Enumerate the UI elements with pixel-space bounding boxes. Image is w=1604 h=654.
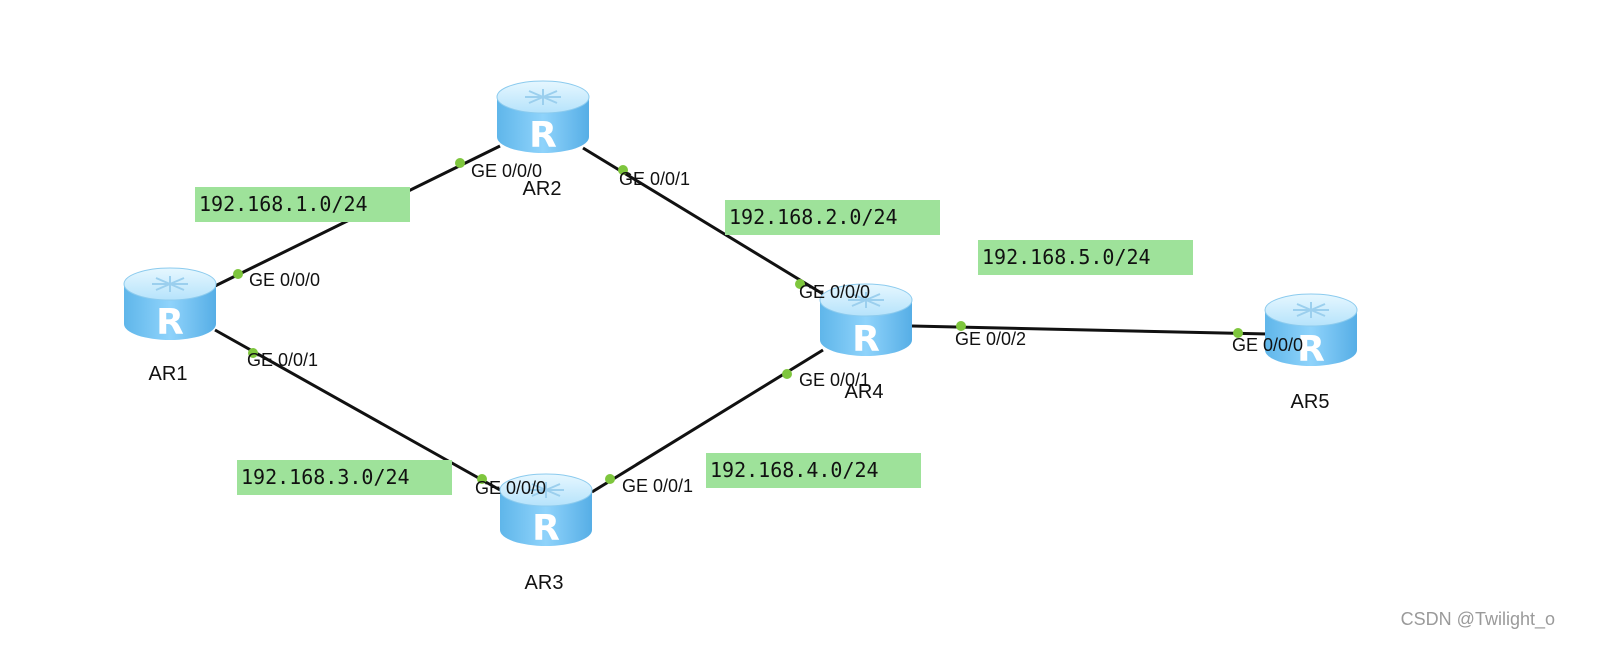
port-labels: GE 0/0/0 GE 0/0/0 GE 0/0/1 GE 0/0/0 GE 0… (247, 161, 1303, 498)
port-label-ar1-ge001: GE 0/0/1 (247, 350, 318, 370)
router-name: AR5 (1291, 391, 1330, 413)
router-name: AR4 (845, 381, 884, 403)
port-label-ar4-ge002: GE 0/0/2 (955, 329, 1026, 349)
port-label-ar2-ge000: GE 0/0/0 (471, 161, 542, 181)
router-ar4[interactable]: R AR4 (819, 283, 913, 403)
router-icon: R (123, 267, 217, 343)
router-name: AR2 (523, 178, 562, 200)
network-label-5: 192.168.5.0/24 (978, 240, 1193, 275)
network-label-text: 192.168.2.0/24 (729, 205, 898, 229)
port-dot[interactable] (1233, 328, 1243, 338)
router-icon: R (819, 283, 913, 360)
router-glyph: R (156, 302, 184, 343)
network-label-4: 192.168.4.0/24 (706, 453, 921, 488)
router-name: AR1 (149, 363, 188, 385)
router-icon: R (1264, 293, 1358, 370)
network-label-text: 192.168.3.0/24 (241, 465, 410, 489)
router-ar3[interactable]: R AR3 (499, 473, 593, 594)
link-ar1-ar3[interactable] (214, 328, 501, 492)
router-glyph: R (532, 508, 560, 549)
port-dot[interactable] (795, 279, 805, 289)
port-dot[interactable] (605, 474, 615, 484)
port-dot[interactable] (233, 269, 243, 279)
router-ar2[interactable]: R AR2 (496, 80, 590, 200)
network-label-3: 192.168.3.0/24 (237, 460, 452, 495)
router-name: AR3 (525, 572, 564, 594)
network-label-1: 192.168.1.0/24 (195, 187, 410, 222)
router-glyph: R (529, 115, 557, 156)
router-glyph: R (1297, 329, 1325, 370)
port-label-ar3-ge001: GE 0/0/1 (622, 476, 693, 496)
port-dot[interactable] (782, 369, 792, 379)
port-label-ar4-ge000: GE 0/0/0 (799, 282, 870, 302)
router-icon: R (496, 80, 590, 156)
port-dot[interactable] (455, 158, 465, 168)
port-label-ar2-ge001: GE 0/0/1 (619, 169, 690, 189)
port-label-ar4-ge001: GE 0/0/1 (799, 370, 870, 390)
network-label-2: 192.168.2.0/24 (725, 200, 940, 235)
link-ar4-ar5[interactable] (911, 324, 1269, 336)
port-dot[interactable] (956, 321, 966, 331)
network-label-text: 192.168.1.0/24 (199, 192, 368, 216)
router-ar1[interactable]: R AR1 (123, 267, 217, 385)
port-label-ar1-ge000: GE 0/0/0 (249, 270, 320, 290)
port-dots (233, 158, 1243, 484)
network-label-text: 192.168.4.0/24 (710, 458, 879, 482)
network-label-text: 192.168.5.0/24 (982, 245, 1151, 269)
port-dot[interactable] (477, 474, 487, 484)
port-label-ar3-ge000: GE 0/0/0 (475, 478, 546, 498)
port-dot[interactable] (618, 165, 628, 175)
router-glyph: R (852, 319, 880, 360)
router-ar5[interactable]: R AR5 (1264, 293, 1358, 413)
watermark: CSDN @Twilight_o (1401, 609, 1555, 630)
router-icon: R (499, 473, 593, 549)
port-dot[interactable] (248, 348, 258, 358)
port-label-ar5-ge000: GE 0/0/0 (1232, 335, 1303, 355)
